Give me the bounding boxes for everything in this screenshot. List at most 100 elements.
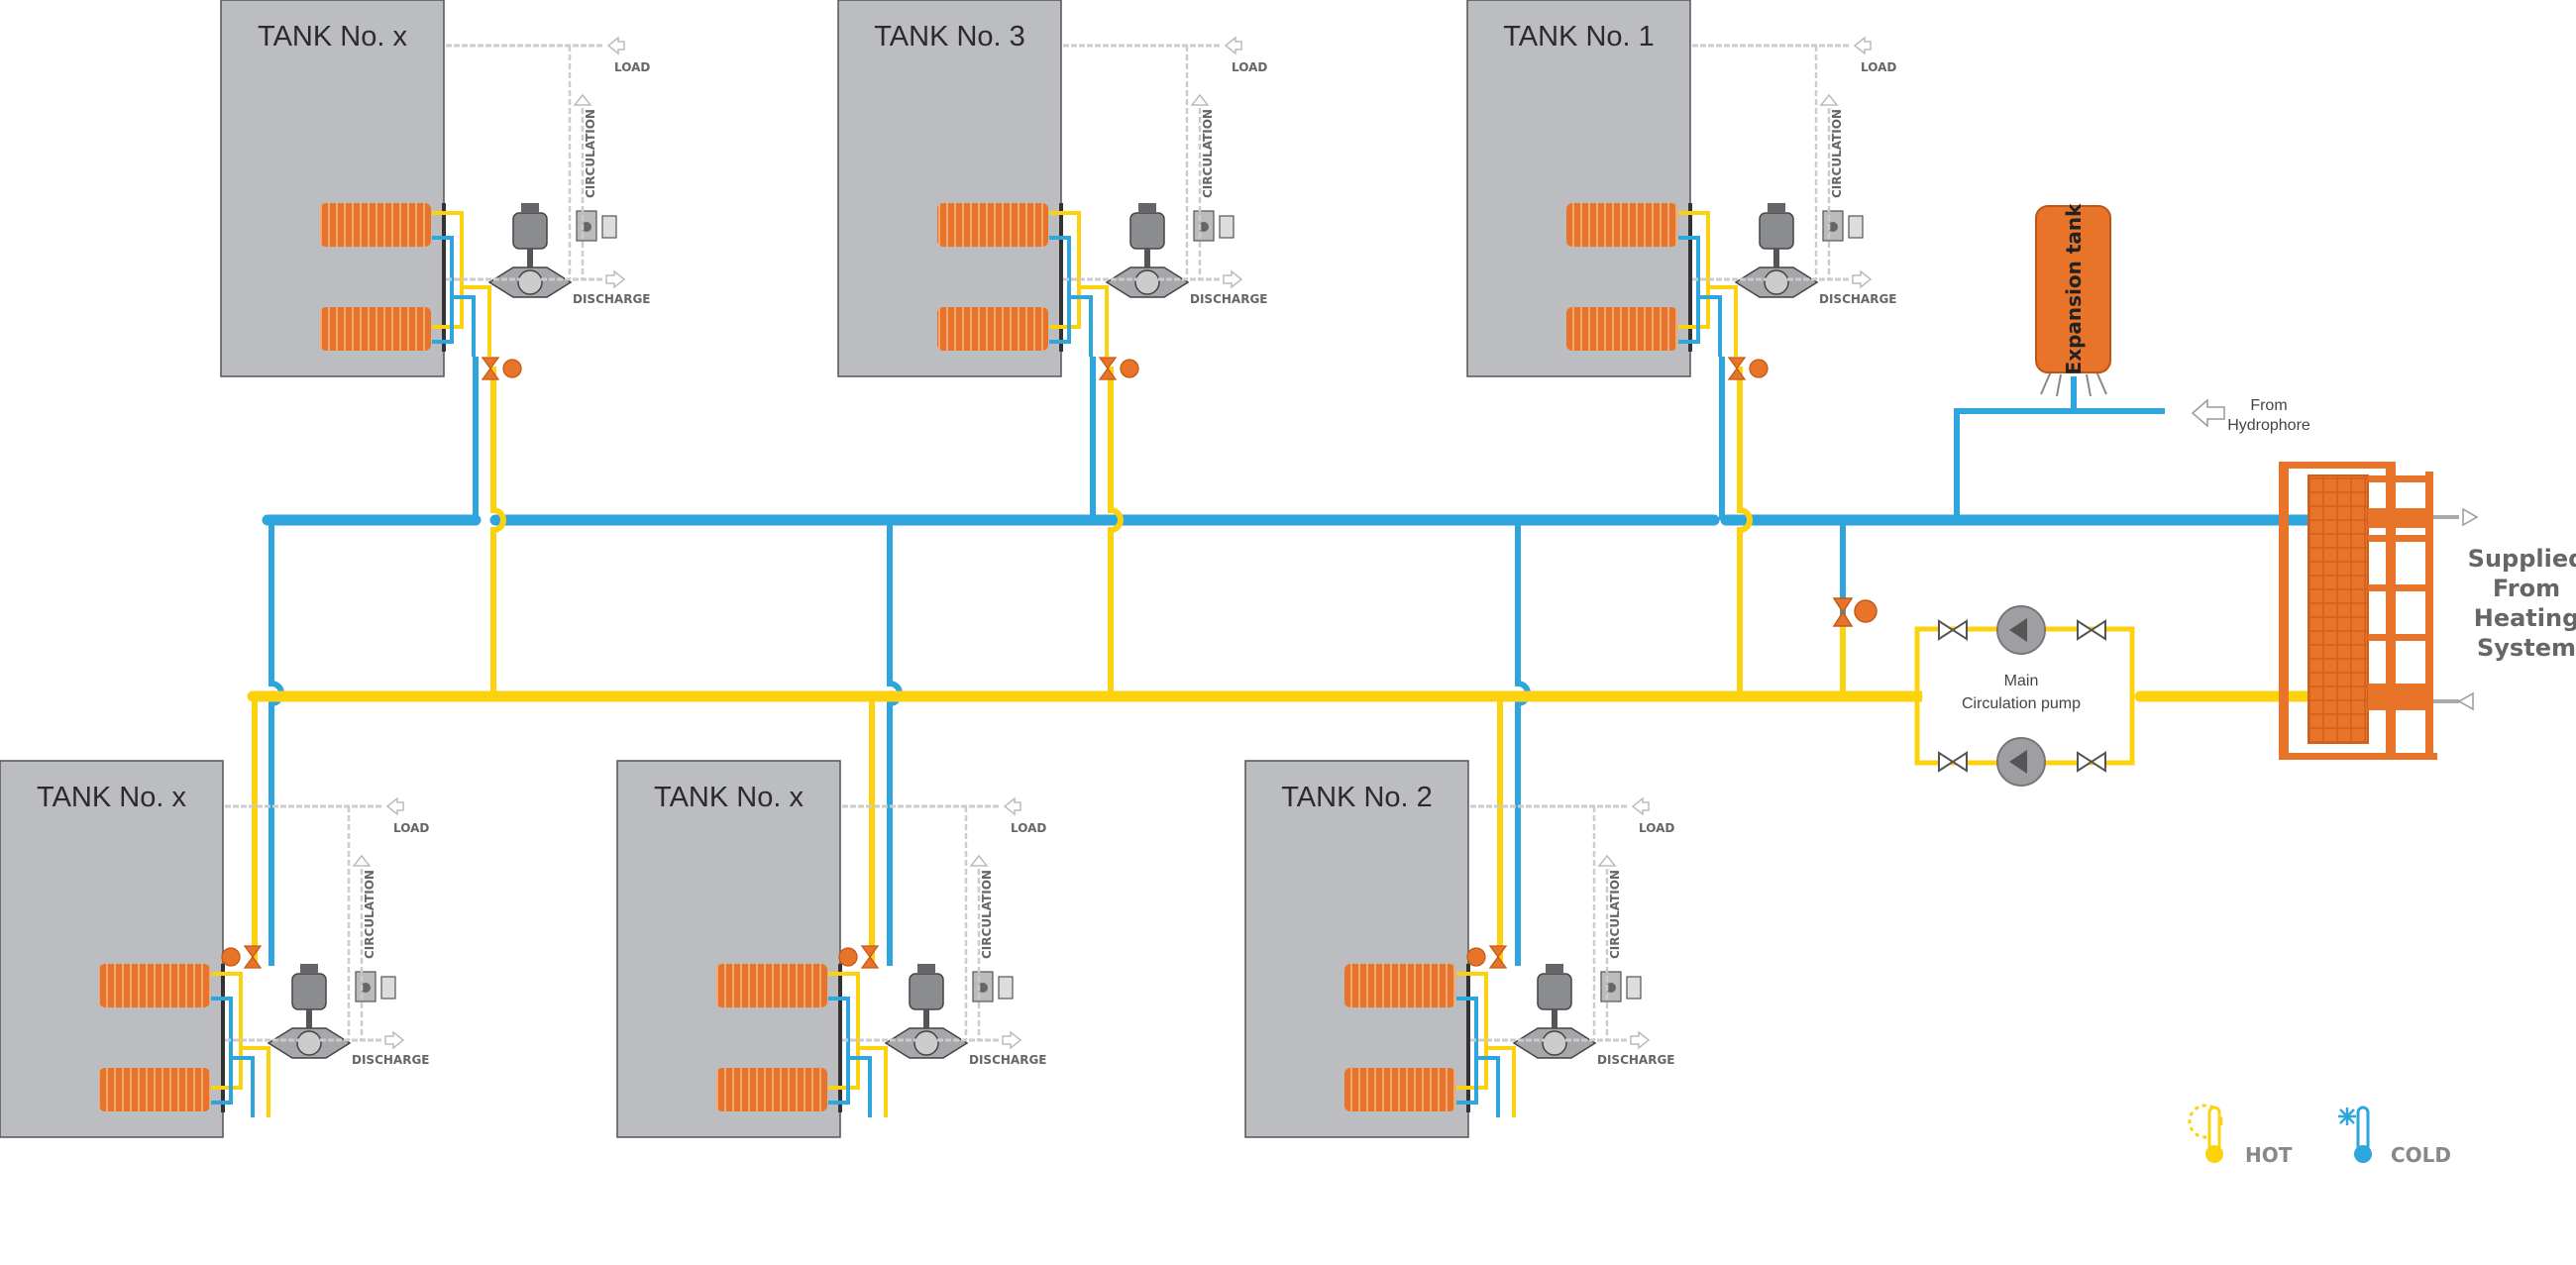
hot-thermometer-icon (2188, 1104, 2223, 1163)
circulation-arrow-icon (1819, 93, 1839, 106)
upper-heating-coil (1566, 203, 1677, 247)
discharge-arrow-icon (384, 1030, 405, 1050)
balancing-valve-icon (1098, 357, 1139, 380)
control-valve-icon (1512, 964, 1642, 1059)
lower-heating-coil (320, 307, 431, 351)
load-arrow-icon (1003, 796, 1021, 816)
legend: HOT COLD (2188, 1104, 2451, 1167)
expansion-tank: Expansion tank (2035, 203, 2111, 397)
hydrophore-inlet: From Hydrophore (2191, 397, 2310, 434)
upper-heating-coil (1344, 964, 1455, 1007)
supplied-line4: System (2477, 634, 2576, 662)
discharge-arrow-icon (1852, 269, 1873, 289)
circulation-label: CIRCULATION (1608, 870, 1622, 959)
supplied-line1: Supplied (2468, 545, 2576, 573)
circulation-arrow-icon (969, 854, 989, 867)
discharge-arrow-icon (605, 269, 626, 289)
circulation-label: CIRCULATION (584, 109, 597, 198)
circulation-arrow-icon (573, 93, 592, 106)
control-valve-icon (267, 964, 396, 1059)
lower-heating-coil (937, 307, 1048, 351)
tank-5: TANK No. x LOAD DISCHARGE CIRCULATION (616, 760, 1047, 1138)
circulation-arrow-icon (352, 854, 372, 867)
cold-drop-1 (268, 520, 284, 966)
discharge-label: DISCHARGE (352, 1053, 430, 1067)
tank-title: TANK No. x (37, 782, 186, 813)
hot-riser-3 (1737, 367, 1753, 696)
load-arrow-icon (385, 796, 404, 816)
cold-thermometer-icon (2338, 1106, 2372, 1163)
tank-title: TANK No. x (258, 21, 407, 53)
lower-heating-coil (1344, 1068, 1455, 1111)
lower-heating-coil (716, 1068, 827, 1111)
circulation-arrow-icon (1597, 854, 1617, 867)
load-arrow-icon (606, 36, 625, 55)
circulation-label: CIRCULATION (1201, 109, 1215, 198)
tank-title: TANK No. x (654, 782, 804, 813)
bypass-valve (1832, 597, 1878, 627)
circulation-arrow-icon (1190, 93, 1210, 106)
load-label: LOAD (1861, 60, 1896, 74)
upper-heating-coil (937, 203, 1048, 247)
discharge-arrow-icon (1223, 269, 1243, 289)
control-valve-icon (1734, 203, 1864, 298)
hot-riser-2 (1108, 367, 1124, 696)
pump-label-line2: Circulation pump (1962, 695, 2081, 712)
supplied-line2: From (2493, 575, 2560, 602)
tank-title: TANK No. 2 (1281, 782, 1433, 813)
discharge-arrow-icon (1002, 1030, 1022, 1050)
load-arrow-icon (1631, 796, 1650, 816)
load-label: LOAD (614, 60, 650, 74)
main-circulation-pump (1914, 605, 2135, 787)
tank-title: TANK No. 3 (874, 21, 1025, 53)
circulation-label: CIRCULATION (980, 870, 994, 959)
discharge-label: DISCHARGE (1819, 292, 1897, 306)
cold-drop-3 (1515, 520, 1531, 966)
cold-expansion-line (1954, 376, 2165, 520)
balancing-valve-icon (1727, 357, 1769, 380)
tank-6: TANK No. 2 LOAD DISCHARGE CIRCULATION (1244, 760, 1675, 1138)
balancing-valve-icon (221, 945, 263, 969)
balancing-valve-icon (838, 945, 880, 969)
tank-2: TANK No. 3 LOAD DISCHARGE CIRCULATION (837, 0, 1268, 380)
tank-title: TANK No. 1 (1503, 21, 1655, 53)
tank-3: TANK No. 1 LOAD DISCHARGE CIRCULATION (1466, 0, 1897, 380)
upper-heating-coil (716, 964, 827, 1007)
supplied-line3: Heating (2474, 604, 2576, 632)
load-arrow-icon (1853, 36, 1872, 55)
discharge-label: DISCHARGE (1190, 292, 1268, 306)
balancing-valve-icon (481, 357, 522, 380)
hot-riser-1 (490, 367, 506, 696)
hydrophore-arrow-icon (2191, 398, 2225, 428)
load-label: LOAD (1011, 821, 1046, 835)
lower-heating-coil (99, 1068, 210, 1111)
supplied-from-heating-system: Supplied From Heating System (2468, 545, 2576, 662)
load-label: LOAD (1639, 821, 1674, 835)
cold-drop-2 (887, 520, 903, 966)
discharge-label: DISCHARGE (969, 1053, 1047, 1067)
discharge-label: DISCHARGE (573, 292, 651, 306)
lower-heating-coil (1566, 307, 1677, 351)
upper-heating-coil (99, 964, 210, 1007)
control-valve-icon (1105, 203, 1234, 298)
tank-1: TANK No. x LOAD DISCHARGE CIRCULATION (220, 0, 651, 380)
expansion-tank-label: Expansion tank (2062, 203, 2086, 375)
discharge-label: DISCHARGE (1597, 1053, 1675, 1067)
upper-heating-coil (320, 203, 431, 247)
hydrophore-line1: From (2250, 397, 2287, 414)
load-label: LOAD (393, 821, 429, 835)
load-arrow-icon (1224, 36, 1242, 55)
discharge-arrow-icon (1630, 1030, 1651, 1050)
circulation-label: CIRCULATION (1830, 109, 1844, 198)
legend-hot: HOT (2245, 1143, 2293, 1167)
hydrophore-line2: Hydrophore (2227, 417, 2310, 434)
pump-label-line1: Main (2004, 673, 2039, 689)
balancing-valve-icon (1466, 945, 1508, 969)
control-valve-icon (884, 964, 1014, 1059)
load-label: LOAD (1232, 60, 1267, 74)
control-valve-icon (487, 203, 617, 298)
heat-exchanger (2279, 462, 2479, 760)
